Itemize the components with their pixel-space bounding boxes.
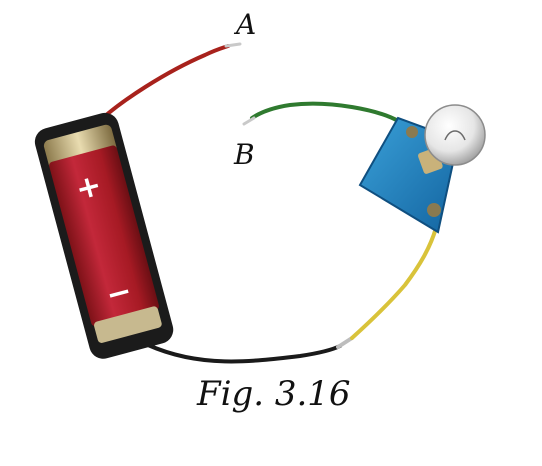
- battery-body: [49, 145, 159, 327]
- holder-screw-top: [406, 126, 418, 138]
- bulb-glass: [424, 104, 486, 166]
- figure-caption: Fig. 3.16: [197, 374, 351, 414]
- green-wire: [250, 101, 402, 124]
- bulb-filament: [444, 130, 466, 141]
- bulb: [424, 104, 486, 166]
- wire-end-b: [242, 116, 256, 126]
- black-wire: [146, 343, 342, 364]
- battery-bottom: [94, 306, 162, 343]
- wire-end-a: [224, 42, 242, 48]
- battery: + −: [34, 112, 174, 359]
- wire-joint: [336, 336, 354, 349]
- terminal-label-a: A: [236, 8, 257, 41]
- terminal-label-b: B: [234, 138, 255, 171]
- holder-screw-bottom: [427, 203, 441, 217]
- yellow-wire: [350, 226, 438, 340]
- battery-cap: [43, 124, 117, 170]
- red-wire: [90, 44, 230, 130]
